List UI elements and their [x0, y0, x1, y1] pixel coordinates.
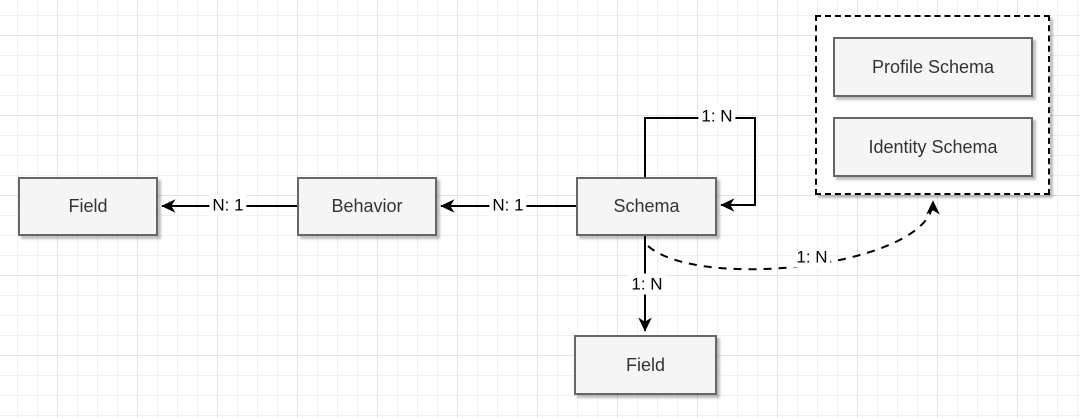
edge-label-schema-classes[interactable]: 1: N — [793, 246, 831, 268]
edge-schema-self-loop[interactable] — [644, 117, 756, 212]
node-schema[interactable]: Schema — [576, 177, 717, 236]
edge-label-behavior-field[interactable]: N: 1 — [209, 194, 247, 216]
node-field-bottom[interactable]: Field — [574, 335, 717, 395]
node-identity-schema[interactable]: Identity Schema — [833, 117, 1033, 177]
node-field-left[interactable]: Field — [18, 177, 158, 236]
edge-label-schema-behavior[interactable]: N: 1 — [489, 194, 527, 216]
node-profile-schema[interactable]: Profile Schema — [833, 37, 1033, 97]
edge-label-schema-field-bottom[interactable]: 1: N — [628, 273, 666, 295]
edge-label-schema-self-loop[interactable]: 1: N — [698, 105, 736, 127]
node-behavior[interactable]: Behavior — [297, 177, 437, 236]
